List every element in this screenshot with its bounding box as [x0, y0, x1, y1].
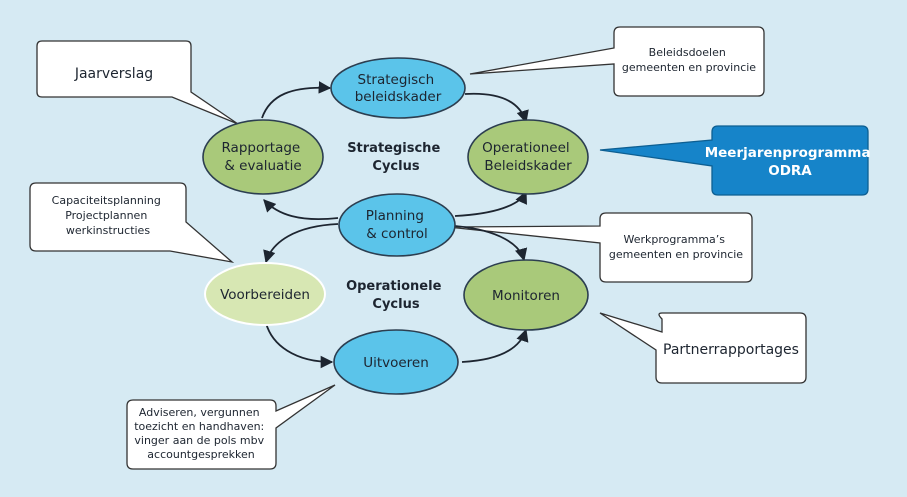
node-voorbereiden: Voorbereiden: [204, 262, 326, 326]
label-operationele-cyclus: Operationele Cyclus: [346, 279, 446, 312]
label-strategische-cyclus-line-1: Strategische: [347, 141, 440, 156]
arrow-planning-to-operationeel: [454, 190, 527, 217]
callout-jaarverslag-text: Jaarverslag: [74, 66, 153, 82]
arrow-planning-to-monitoren: [454, 225, 528, 262]
arrow-strategisch-to-operationeel: [464, 92, 529, 124]
node-planning-line-2: & control: [366, 226, 428, 242]
node-planning-line-1: Planning: [366, 208, 424, 224]
node-monitoren: Monitoren: [463, 259, 589, 331]
node-strategisch-line-2: beleidskader: [355, 89, 442, 105]
node-rapportage-line-2: & evaluatie: [224, 158, 301, 174]
callout-capaciteitsplanning-line-3: werkinstructies: [66, 224, 150, 237]
callout-beleidsdoelen-line-2: gemeenten en provincie: [622, 61, 756, 74]
node-uitvoeren-text: Uitvoeren: [363, 355, 429, 371]
node-operationeel-text: Operationeel Beleidskader: [482, 140, 574, 174]
node-monitoren-line-1: Monitoren: [492, 288, 560, 304]
callout-meerjarenprogramma-line-2: ODRA: [768, 163, 812, 179]
callout-adviseren-line-4: accountgesprekken: [147, 448, 254, 461]
callout-adviseren-line-3: vinger aan de pols mbv: [134, 434, 264, 447]
label-operationele-cyclus-line-2: Cyclus: [372, 297, 419, 312]
callout-capaciteitsplanning-line-1: Capaciteitsplanning: [52, 194, 161, 207]
node-planning-text: Planning & control: [366, 208, 428, 242]
callout-adviseren-line-2: toezicht en handhaven:: [134, 420, 264, 433]
callout-meerjarenprogramma-text: Meerjarenprogramma ODRA: [705, 145, 876, 179]
callout-werkprogramma: [447, 212, 753, 283]
node-uitvoeren: Uitvoeren: [333, 329, 459, 395]
node-strategisch-line-1: Strategisch: [358, 72, 435, 88]
callout-adviseren: [126, 384, 336, 470]
node-voorbereiden-text: Voorbereiden: [220, 287, 310, 303]
node-rapportage-evaluatie: Rapportage & evaluatie: [202, 119, 324, 195]
label-operationele-cyclus-line-1: Operationele: [346, 279, 441, 294]
arrow-uitvoeren-to-monitoren: [461, 328, 529, 363]
callout-beleidsdoelen-text: Beleidsdoelen gemeenten en provincie: [622, 46, 756, 74]
node-strategisch-beleidskader: Strategisch beleidskader: [330, 57, 466, 119]
node-planning-control: Planning & control: [338, 193, 456, 257]
label-strategische-cyclus-line-2: Cyclus: [372, 159, 419, 174]
callout-adviseren-text: Adviseren, vergunnen toezicht en handhav…: [134, 406, 268, 461]
node-monitoren-text: Monitoren: [492, 288, 560, 304]
node-rapportage-text: Rapportage & evaluatie: [221, 140, 304, 174]
callout-werkprogramma-line-2: gemeenten en provincie: [609, 248, 743, 261]
callout-partnerrapportages: [599, 312, 807, 384]
label-strategische-cyclus: Strategische Cyclus: [347, 141, 445, 174]
callout-adviseren-line-1: Adviseren, vergunnen: [139, 406, 260, 419]
callout-capaciteitsplanning-text: Capaciteitsplanning Projectplannen werki…: [52, 194, 165, 237]
callout-beleidsdoelen-line-1: Beleidsdoelen: [649, 46, 726, 59]
arrow-rapportage-to-strategisch: [261, 81, 332, 119]
node-operationeel-line-1: Operationeel: [482, 140, 570, 156]
node-operationeel-beleidskader: Operationeel Beleidskader: [467, 119, 589, 195]
callout-meerjarenprogramma-line-1: Meerjarenprogramma: [705, 145, 871, 161]
node-operationeel-line-2: Beleidskader: [484, 158, 572, 174]
callout-meerjarenprogramma: [599, 125, 869, 196]
callout-capaciteitsplanning: [29, 182, 235, 264]
node-uitvoeren-line-1: Uitvoeren: [363, 355, 429, 371]
callout-werkprogramma-text: Werkprogramma’s gemeenten en provincie: [609, 233, 743, 261]
node-voorbereiden-line-1: Voorbereiden: [220, 287, 310, 303]
arrow-voorbereiden-to-uitvoeren: [265, 322, 334, 369]
callout-capaciteitsplanning-line-2: Projectplannen: [65, 209, 147, 222]
arrow-planning-to-rapportage: [263, 199, 339, 221]
callout-jaarverslag-line-1: Jaarverslag: [74, 66, 153, 82]
callout-beleidsdoelen: [469, 26, 765, 97]
callout-partnerrapportages-line-1: Partnerrapportages: [663, 342, 799, 358]
callout-partnerrapportages-text: Partnerrapportages: [663, 342, 799, 358]
callout-werkprogramma-line-1: Werkprogramma’s: [623, 233, 725, 246]
node-strategisch-text: Strategisch beleidskader: [355, 72, 442, 105]
arrow-planning-to-voorbereiden: [263, 223, 339, 264]
node-rapportage-line-1: Rapportage: [221, 140, 300, 156]
callout-jaarverslag: [36, 40, 239, 125]
